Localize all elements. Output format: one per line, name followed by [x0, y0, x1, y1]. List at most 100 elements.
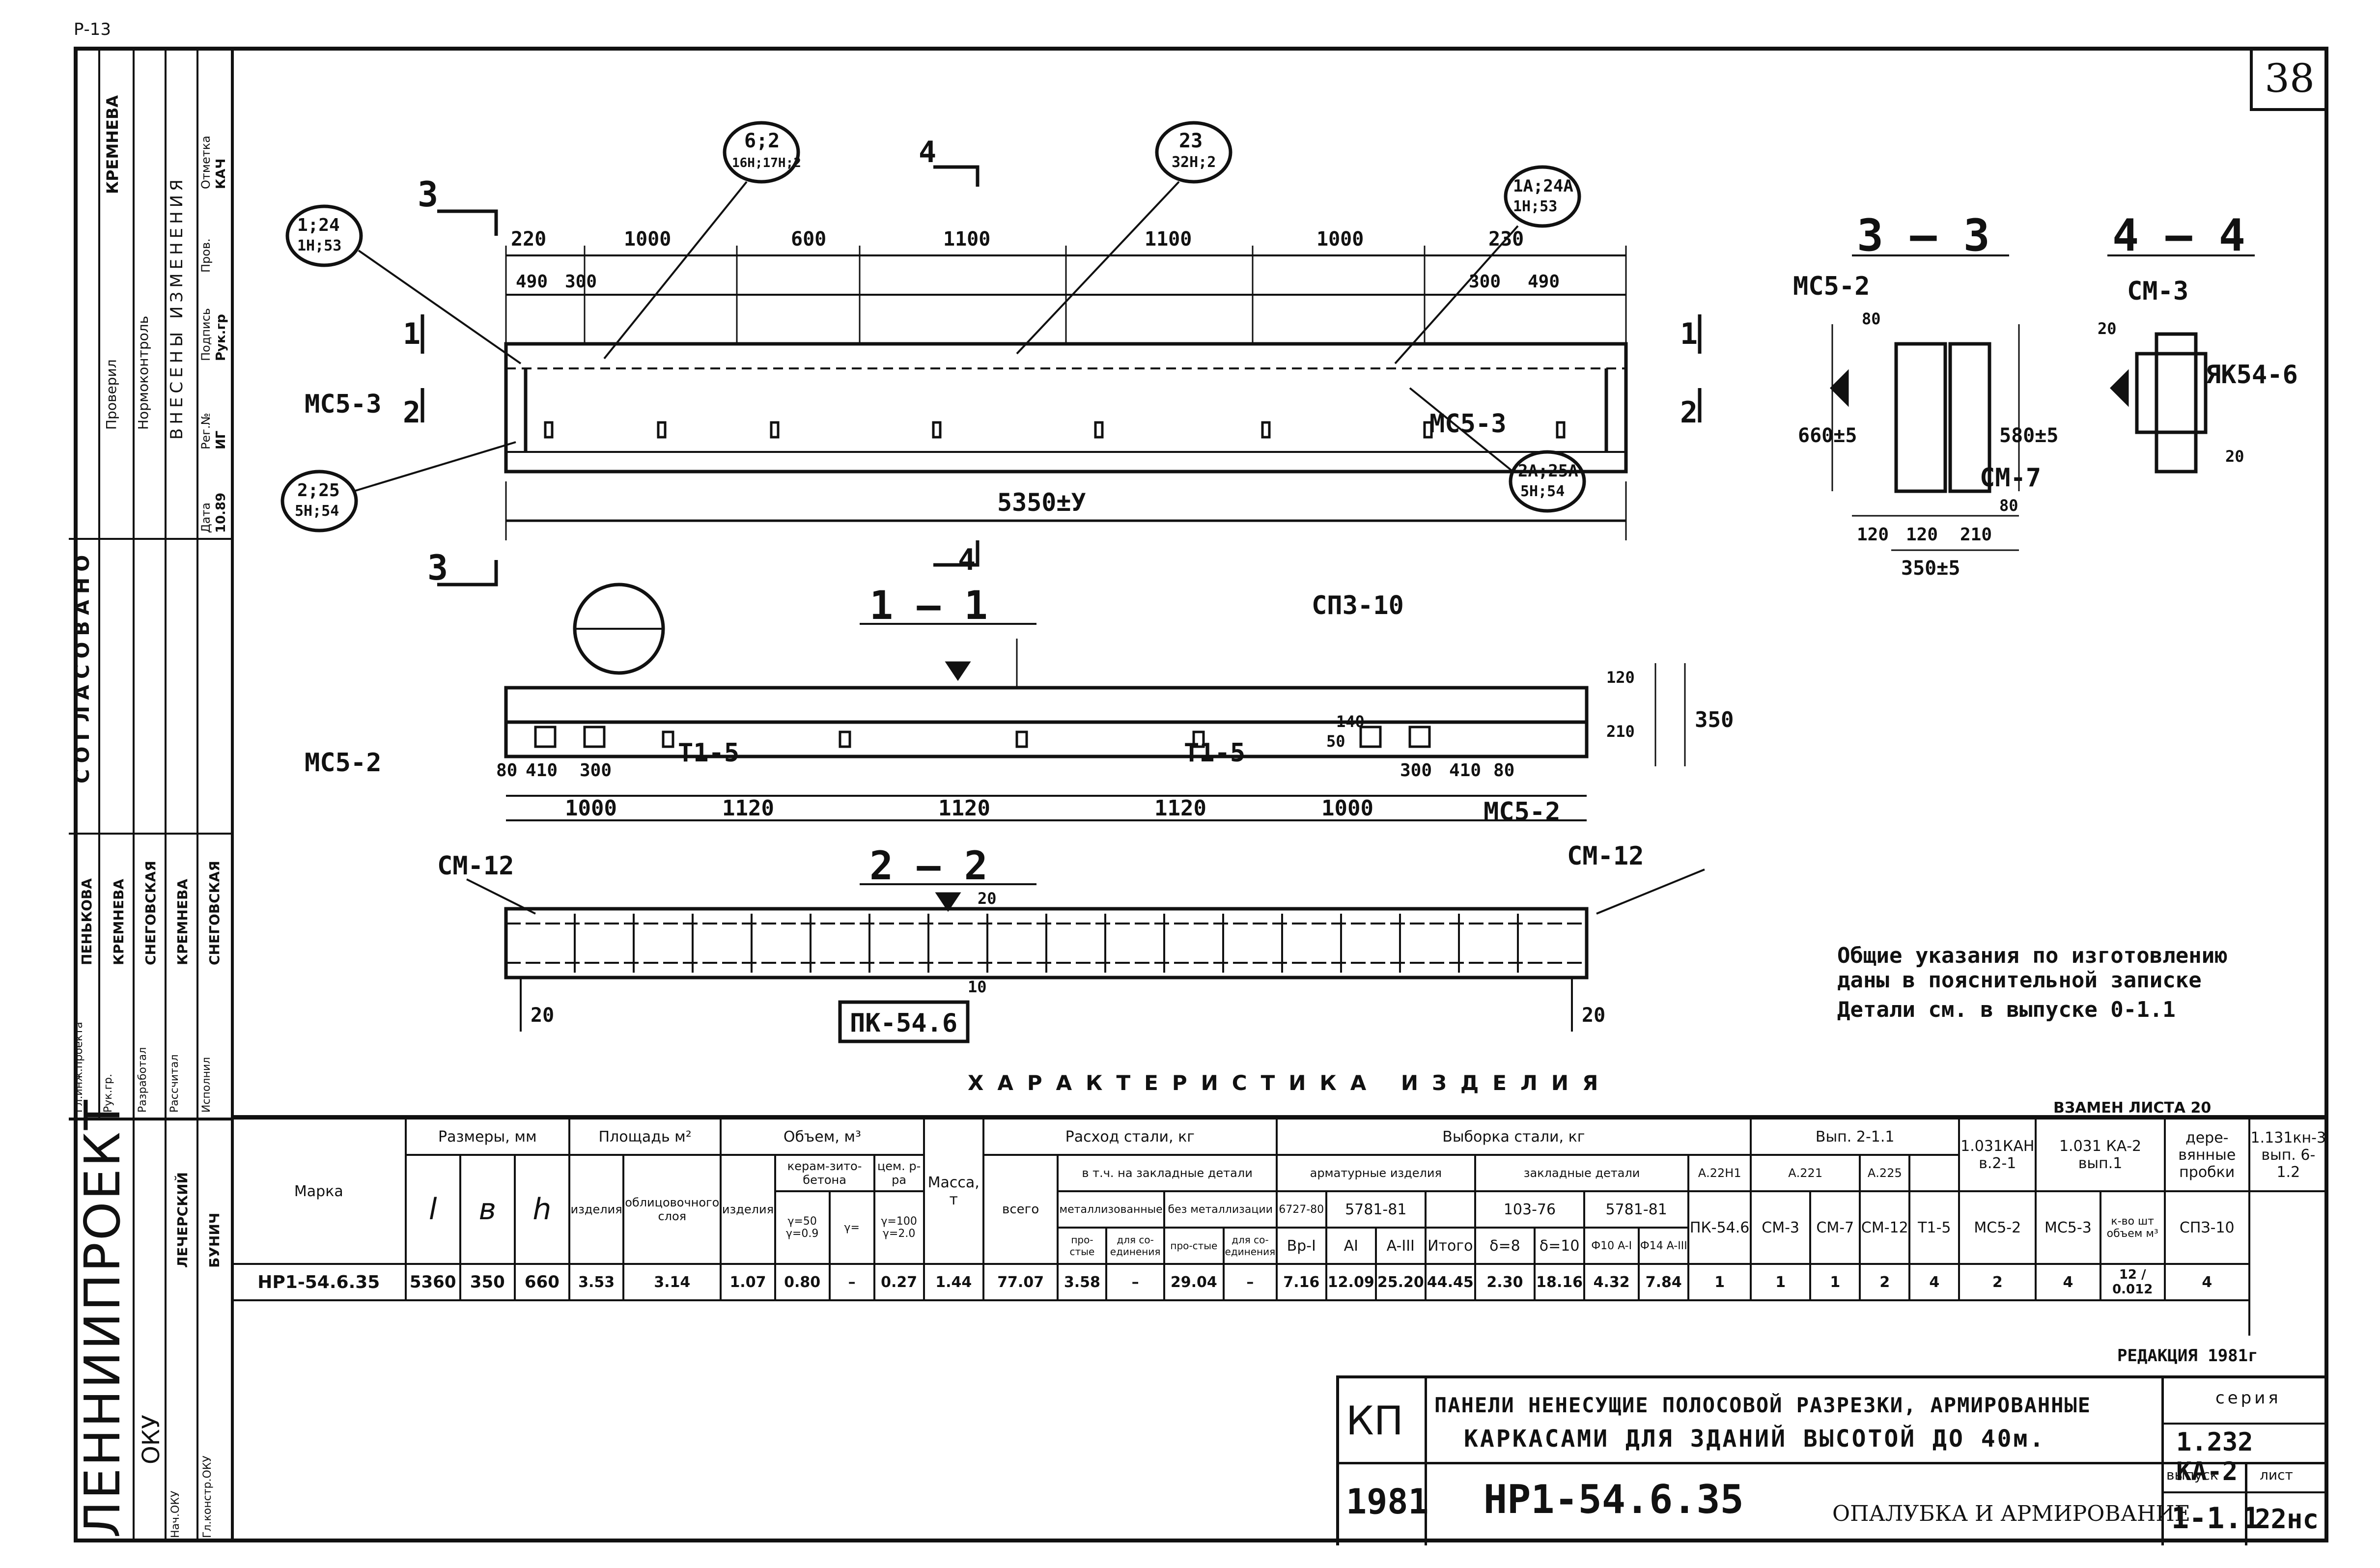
- change-col-date: Дата: [199, 502, 213, 533]
- h-a1: AI: [1325, 1227, 1377, 1265]
- change-col-reg: Рег.№: [199, 413, 213, 449]
- org-sub: ОКУ: [138, 1414, 165, 1464]
- h-sum: Итого: [1424, 1227, 1476, 1265]
- cell-m-join: –: [1105, 1263, 1165, 1301]
- h-comp-mc53: МС5-3: [2035, 1190, 2101, 1265]
- h-volume: Объем, м³: [720, 1118, 925, 1156]
- s11-dim-5: 1120: [938, 796, 990, 821]
- h-comp-sub-0: А.22Н1: [1687, 1154, 1752, 1192]
- change-val-mark: КАЧ: [214, 158, 228, 189]
- h-comp-sub-2: А.225: [1859, 1154, 1911, 1192]
- h-sub-2: про-стые: [1163, 1227, 1225, 1265]
- section-mark-3-top: 3: [418, 174, 438, 215]
- agreed-label: СОГЛАСОВАНО: [71, 549, 94, 784]
- changes-label: ВНЕСЕНЫ ИЗМЕНЕНИЯ: [167, 175, 187, 440]
- s11-dim-1: 410: [526, 760, 558, 781]
- cell-area-item: 3.53: [568, 1263, 625, 1301]
- s22-dim-1: 20: [1582, 1004, 1605, 1027]
- s22-dim-0: 20: [531, 1004, 554, 1027]
- col-mark: Марка: [231, 1118, 407, 1265]
- h-sub-0: про-стые: [1057, 1227, 1108, 1265]
- s11-h-2: 350: [1695, 707, 1734, 732]
- role-2: Разработал: [137, 1047, 149, 1113]
- cell-n-join: –: [1222, 1263, 1278, 1301]
- h-nometal: без металлизации: [1163, 1190, 1278, 1229]
- h-rebar: арматурные изделия: [1275, 1154, 1476, 1192]
- cell-steel-total: 77.07: [982, 1263, 1059, 1301]
- note-line-1: Общие указания по изготовлению: [1837, 943, 2228, 968]
- callout-2a: 6;2: [744, 130, 780, 152]
- dim-top-5: 1000: [1316, 228, 1364, 251]
- h-b: в: [459, 1154, 516, 1265]
- s33-dim-0: 660±5: [1798, 424, 1857, 447]
- s33-dim-4: 120: [1857, 525, 1889, 545]
- s33-dim-6: 210: [1960, 525, 1992, 545]
- top-name-1: КРЕМНЕВА: [103, 95, 122, 194]
- cell-wood-vol: 0.012: [2112, 1282, 2153, 1297]
- callout-5a: 2;25: [297, 480, 340, 501]
- label-jk54-6: ЯК54-6: [2206, 360, 2298, 390]
- h-k-gamma: γ=: [828, 1190, 875, 1265]
- label-mc5-2-right: МС5-2: [1484, 797, 1561, 827]
- tb-title-1: ПАНЕЛИ НЕНЕСУЩИЕ ПОЛОСОВОЙ РАЗРЕЗКИ, АРМ…: [1434, 1393, 2092, 1417]
- change-col-check: Пров.: [199, 238, 213, 273]
- section-2-2-title: 2 — 2: [869, 843, 988, 889]
- cell-mc53: 4: [2035, 1263, 2101, 1301]
- h-a3: A-III: [1374, 1227, 1427, 1265]
- dim-top-3: 1100: [943, 228, 990, 251]
- h-k50: γ=50 γ=0.9: [774, 1190, 831, 1265]
- label-cm-12-right: СМ-12: [1567, 841, 1644, 871]
- label-t1-5-right: Т1-5: [1184, 738, 1245, 768]
- sheet-tag: 38: [2250, 49, 2326, 111]
- h-sub-3: для со-единения: [1222, 1227, 1278, 1265]
- h-comp-spz: СПЗ-10: [2163, 1190, 2250, 1265]
- dim-top-2: 600: [791, 228, 826, 251]
- h-sizes: Размеры, мм: [404, 1118, 570, 1156]
- tb-sheet-label: лист: [2260, 1467, 2293, 1483]
- cell-cm12: 2: [1859, 1263, 1911, 1301]
- s22-dim-2: 10: [968, 978, 987, 996]
- change-val-date: 10.89: [214, 492, 228, 533]
- h-comp-t15: Т1-5: [1908, 1190, 1960, 1265]
- h-comp-pk: ПК-54.6: [1687, 1190, 1752, 1265]
- s11-h-0: 120: [1606, 668, 1635, 687]
- h-c100: γ=100 γ=2.0: [873, 1190, 925, 1265]
- h-embed: закладные детали: [1474, 1154, 1690, 1192]
- cell-cm7: 1: [1809, 1263, 1861, 1301]
- tb-series-label: серия: [2215, 1388, 2281, 1408]
- corner-reference: Р-13: [74, 20, 112, 39]
- callout-3b: 32Н;2: [1172, 154, 1216, 171]
- cell-mass: 1.44: [923, 1263, 984, 1301]
- s33-dim-3: 80: [1999, 496, 2018, 515]
- s44-dim-0: 20: [2098, 319, 2117, 338]
- org-block: ЛЕННИИПРОЕКТ ОКУ Нач.ОКУ Гл.констр.ОКУ Л…: [69, 1098, 231, 1542]
- cell-d8: 2.30: [1474, 1263, 1536, 1301]
- label-mc5-3-left: МС5-3: [305, 390, 382, 419]
- h-vyp3: 1.031 КА-2 вып.1: [2035, 1118, 2166, 1192]
- revision-note: РЕДАКЦИЯ 1981г: [2117, 1346, 2258, 1366]
- h-area-clad: облицовочного слоя: [622, 1154, 722, 1265]
- role-3: Рассчитал: [168, 1054, 181, 1113]
- section-4-4-title: 4 — 4: [2112, 210, 2245, 261]
- h-comp-mc52: МС5-2: [1958, 1190, 2037, 1265]
- cell-l: 5360: [404, 1263, 461, 1301]
- dim-top-0: 220: [511, 228, 546, 251]
- cell-vol-k50: 0.80: [774, 1263, 831, 1301]
- s22-dim-3: 20: [978, 889, 997, 908]
- name-3: КРЕМНЕВА: [174, 879, 191, 965]
- h-area-item: изделия: [568, 1154, 625, 1265]
- s11-dim-3: 1000: [565, 796, 617, 821]
- cell-cm3: 1: [1750, 1263, 1812, 1301]
- cell-a1: 12.09: [1325, 1263, 1377, 1301]
- s11-dim-10: 80: [1493, 760, 1514, 781]
- top-role-2: Нормоконтроль: [135, 315, 151, 430]
- h-comp-cm7: СМ-7: [1809, 1190, 1861, 1265]
- tb-code: КП: [1346, 1398, 1403, 1444]
- role-4: Исполнил: [200, 1057, 213, 1113]
- tb-issue-label: выпуск: [2166, 1467, 2218, 1483]
- note-line-2: даны в пояснительной записке: [1837, 968, 2202, 993]
- agreed-block: СОГЛАСОВАНО ВНЕСЕНЫ ИЗМЕНЕНИЯ Проверил Н…: [69, 47, 231, 1118]
- section-2-2-panel: [504, 907, 1589, 980]
- h-vol-item: изделия: [720, 1154, 776, 1265]
- s11-h-1: 210: [1606, 722, 1635, 741]
